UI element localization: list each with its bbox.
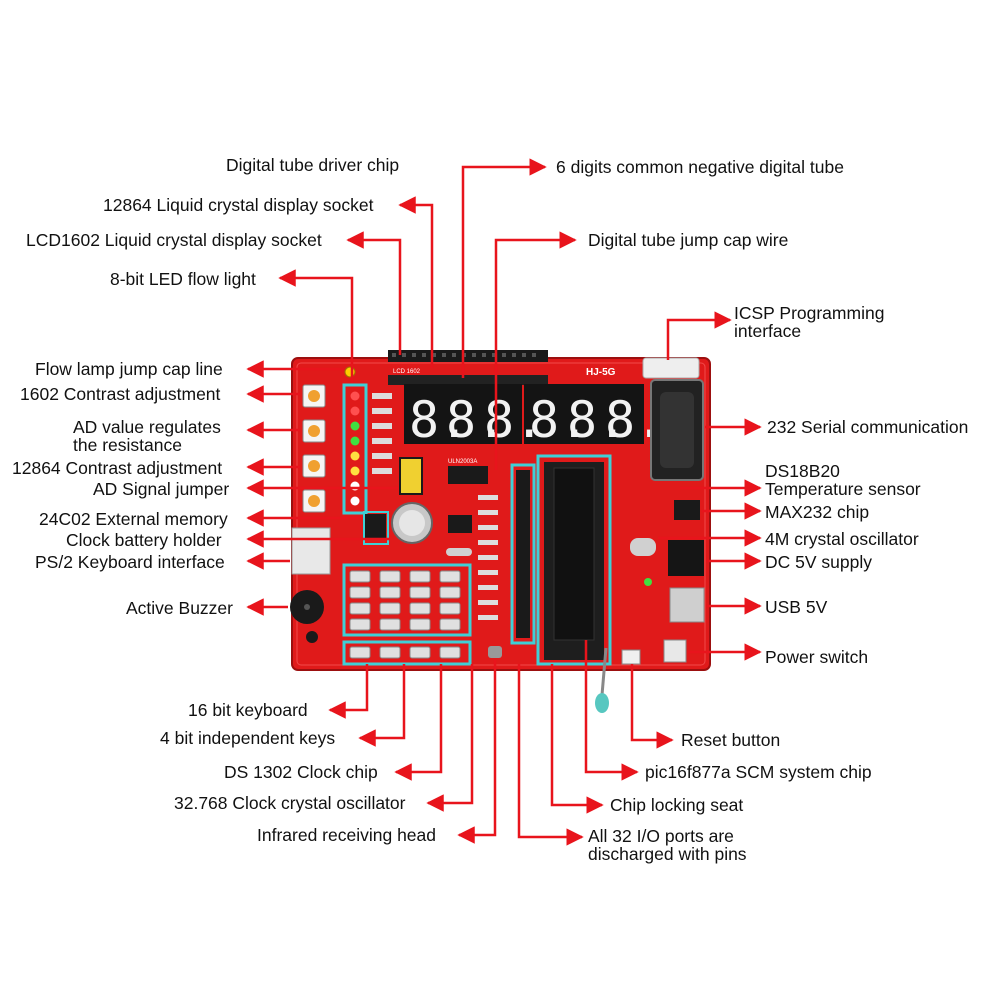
label-lcd1602-socket: LCD1602 Liquid crystal display socket: [26, 230, 322, 250]
label-power-switch: Power switch: [765, 647, 869, 667]
board-model-silk: HJ-5G: [586, 367, 616, 378]
io-header-highlight: [510, 463, 536, 645]
digital-tube-block-right: [524, 384, 644, 444]
max232-chip: [674, 500, 700, 520]
label-contrast-1602: 1602 Contrast adjustment: [20, 384, 221, 404]
digit-glyph: 8.: [567, 391, 627, 449]
label-led-flow-light: 8-bit LED flow light: [110, 269, 256, 289]
label-max232: MAX232 chip: [765, 502, 870, 522]
label-ps2-keyboard: PS/2 Keyboard interface: [35, 552, 225, 572]
keypad-keys: [349, 570, 461, 631]
zif-socket-highlight: [536, 454, 612, 666]
reset-button: [621, 649, 641, 665]
label-contrast-12864: 12864 Contrast adjustment: [12, 458, 223, 478]
label-ds1302: DS 1302 Clock chip: [224, 762, 378, 782]
ps2-connector: [291, 527, 331, 575]
label-ad-value-resistance: AD value regulates the resistance: [73, 417, 221, 455]
usb-port: [669, 587, 705, 623]
label-ad-signal-jumper: AD Signal jumper: [93, 479, 230, 499]
label-crystal-32768: 32.768 Clock crystal oscillator: [174, 793, 406, 813]
independent-keys-highlight: [342, 640, 472, 666]
driver-chip: [448, 466, 488, 484]
lcd12864-socket: [388, 350, 548, 362]
ad-jumper: [399, 457, 423, 495]
chip-silk: ULN2003A: [448, 459, 477, 465]
label-crystal-4m: 4M crystal oscillator: [765, 529, 919, 549]
label-digital-tube-jump-cap: Digital tube jump cap wire: [588, 230, 789, 250]
label-six-digit-tube: 6 digits common negative digital tube: [556, 157, 844, 177]
led-column-highlight: [342, 383, 368, 515]
label-usb-5v: USB 5V: [765, 597, 828, 617]
flow-leds: [350, 391, 360, 506]
keypad-highlight: [342, 563, 472, 637]
label-dc-5v: DC 5V supply: [765, 552, 872, 572]
label-io-ports: All 32 I/O ports are discharged with pin…: [588, 826, 747, 864]
label-keyboard-16bit: 16 bit keyboard: [188, 700, 308, 720]
label-icsp-interface: ICSP Programming interface: [734, 303, 885, 341]
label-active-buzzer: Active Buzzer: [126, 598, 233, 618]
potentiometers: [302, 384, 326, 513]
mcu-chip: [553, 467, 595, 641]
label-ir-receiver: Infrared receiving head: [257, 825, 436, 845]
label-independent-keys: 4 bit independent keys: [160, 728, 336, 748]
label-locking-seat: Chip locking seat: [610, 795, 744, 815]
digit-glyph: 8.: [529, 391, 589, 449]
digit-glyph: 8.: [409, 391, 469, 449]
label-ds18b20: DS18B20 Temperature sensor: [765, 461, 921, 499]
label-lcd12864-socket: 12864 Liquid crystal display socket: [103, 195, 374, 215]
independent-keys: [349, 646, 461, 659]
ds1302-chip: [448, 515, 472, 533]
power-switch: [663, 639, 687, 663]
digit-glyph: 8.: [484, 391, 544, 449]
label-serial-232: 232 Serial communication: [767, 417, 969, 437]
ir-receiver: [488, 646, 502, 658]
eeprom-chip: [364, 514, 386, 540]
label-digital-tube-driver-chip: Digital tube driver chip: [226, 155, 400, 175]
label-flow-lamp-jump-cap: Flow lamp jump cap line: [35, 359, 223, 379]
label-eeprom-24c02: 24C02 External memory: [39, 509, 228, 529]
lcd1602-socket: [388, 375, 548, 385]
label-reset-button: Reset button: [681, 730, 781, 750]
label-clock-battery: Clock battery holder: [66, 530, 222, 550]
label-mcu-chip: pic16f877a SCM system chip: [645, 762, 872, 782]
digital-tube-block-left: [404, 384, 522, 444]
dc-jack: [668, 540, 704, 576]
lcd-silk: LCD 1602: [393, 369, 421, 375]
icsp-header: [642, 357, 700, 379]
